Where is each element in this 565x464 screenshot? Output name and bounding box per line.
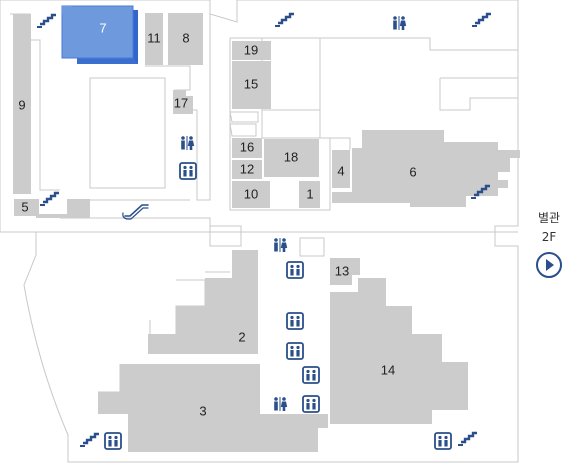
stairs-icon: [273, 12, 296, 28]
room-6-label: 6: [409, 164, 416, 179]
room-11-label: 11: [147, 30, 161, 45]
elevator-icon: [286, 342, 304, 360]
stairs-icon: [35, 13, 58, 29]
room-10[interactable]: 10: [232, 181, 270, 208]
stairs-icon: [456, 431, 479, 447]
room-6[interactable]: 6: [332, 130, 520, 207]
restroom-icon: [274, 397, 288, 411]
room-18-label: 18: [284, 149, 298, 164]
room-7-label: 7: [99, 20, 106, 35]
room-19-label: 19: [244, 42, 258, 57]
room-2-label: 2: [238, 329, 245, 344]
rooms: 7 11 8 9 5 17 19 15: [13, 5, 520, 452]
room-1-label: 1: [306, 186, 313, 201]
room-15[interactable]: 15: [232, 61, 271, 109]
room-10-label: 10: [244, 186, 258, 201]
room-19[interactable]: 19: [232, 41, 271, 60]
escalator-icon: [122, 204, 149, 220]
room-14[interactable]: 14: [330, 278, 468, 424]
room-8[interactable]: 8: [168, 13, 203, 65]
elevator-icon: [434, 432, 452, 450]
room-17-label: 17: [174, 95, 188, 110]
annex-floor: 2F: [542, 230, 557, 244]
restroom-icon: [181, 136, 195, 150]
room-14-label: 14: [381, 362, 395, 377]
room-12-label: 12: [240, 161, 254, 176]
elevator-icon: [104, 432, 122, 450]
room-16-label: 16: [240, 139, 254, 154]
room-5[interactable]: 5: [14, 199, 90, 218]
stairs-icon: [78, 432, 101, 448]
room-9[interactable]: 9: [13, 14, 31, 194]
room-4-label: 4: [337, 163, 344, 178]
elevator-icon: [286, 312, 304, 330]
restroom-icon: [393, 16, 407, 30]
room-15-label: 15: [244, 76, 258, 91]
room-3[interactable]: 3: [98, 364, 328, 452]
play-circle-icon[interactable]: [536, 252, 562, 278]
elevator-icon: [286, 261, 304, 279]
room-16[interactable]: 16: [232, 138, 262, 158]
elevator-icon: [179, 162, 197, 180]
annex-label: 별관: [538, 211, 560, 225]
room-5-label: 5: [21, 199, 28, 214]
room-13-label: 13: [335, 263, 349, 278]
room-9-label: 9: [18, 97, 25, 112]
stairs-icon: [470, 12, 493, 28]
elevator-icon: [302, 395, 320, 413]
annex-link[interactable]: 별관 2F: [536, 211, 562, 278]
room-18[interactable]: 18: [264, 139, 319, 177]
room-11[interactable]: 11: [145, 13, 163, 65]
restroom-icon: [274, 238, 288, 252]
room-13[interactable]: 13: [330, 258, 360, 285]
room-8-label: 8: [182, 30, 189, 45]
room-1[interactable]: 1: [299, 181, 320, 208]
room-4[interactable]: 4: [332, 150, 350, 188]
room-7[interactable]: 7: [61, 5, 138, 64]
room-12[interactable]: 12: [232, 160, 262, 179]
room-17[interactable]: 17: [173, 90, 193, 114]
room-2[interactable]: 2: [148, 250, 258, 354]
elevator-icon: [302, 366, 320, 384]
room-3-label: 3: [199, 403, 206, 418]
